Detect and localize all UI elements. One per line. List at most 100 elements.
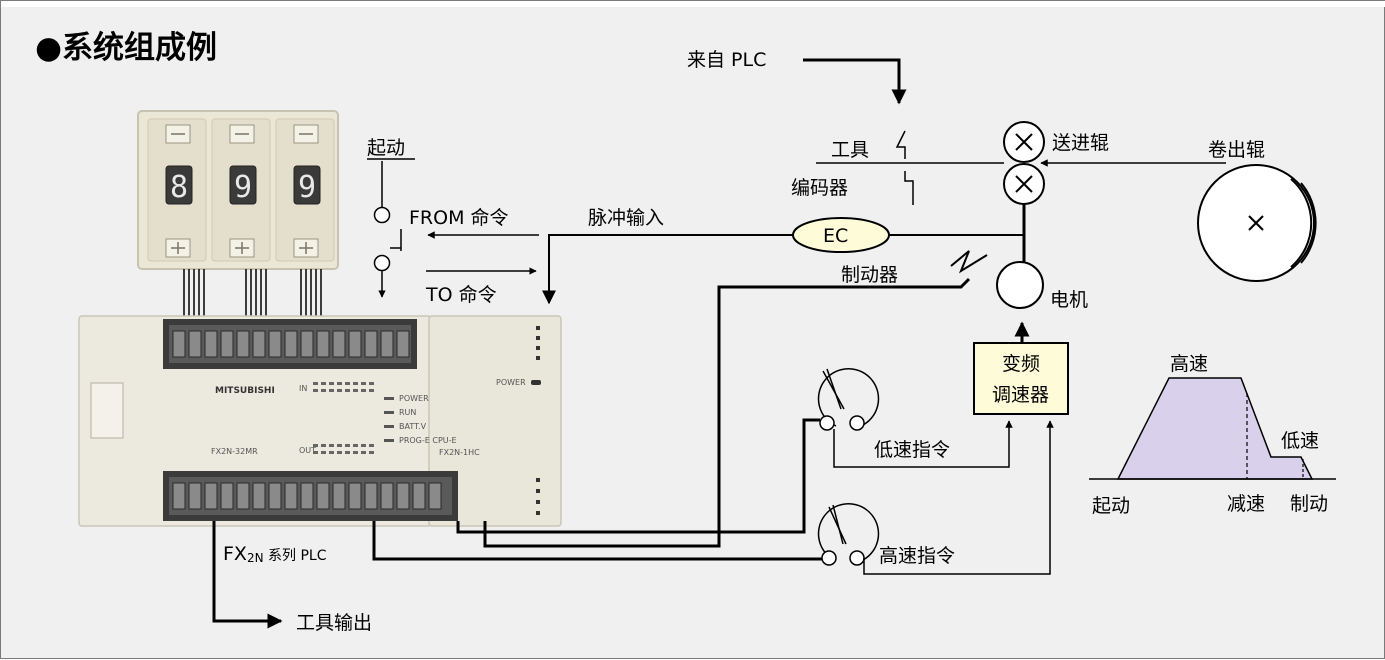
feed-roller-top bbox=[1003, 121, 1045, 163]
brake-symbol bbox=[950, 250, 988, 274]
io-led bbox=[369, 382, 374, 385]
terminal-screw bbox=[188, 482, 202, 510]
module-power-label: POWER bbox=[496, 378, 526, 387]
start-switch: 起动 bbox=[367, 137, 415, 298]
profile-decel-label: 减速 bbox=[1227, 493, 1265, 515]
profile-high-label: 高速 bbox=[1170, 353, 1208, 375]
io-led bbox=[361, 451, 366, 454]
io-led bbox=[361, 389, 366, 392]
io-led bbox=[353, 389, 358, 392]
plc-in-label: IN bbox=[299, 384, 307, 393]
brake-control-line bbox=[483, 277, 971, 548]
terminal-screw bbox=[348, 482, 362, 510]
plc-series-label: FX2N 系列 PLC bbox=[223, 543, 327, 565]
terminal-screw bbox=[380, 330, 394, 358]
high-speed-ctrl-line bbox=[372, 521, 822, 561]
io-led bbox=[337, 451, 342, 454]
tool-upper-blade bbox=[895, 130, 906, 159]
terminal-screw bbox=[284, 330, 298, 358]
terminal-screw bbox=[412, 482, 426, 510]
io-led bbox=[313, 451, 318, 454]
plc-model: FX2N-32MR bbox=[211, 447, 258, 456]
terminal-screw bbox=[252, 330, 266, 358]
inverter-box bbox=[973, 342, 1069, 415]
terminal-screw bbox=[268, 330, 282, 358]
plc-status-batt: BATT.V bbox=[399, 422, 427, 431]
low-speed-line bbox=[833, 420, 1013, 468]
low-speed-ctrl-line bbox=[456, 418, 820, 534]
io-led bbox=[369, 389, 374, 392]
io-led bbox=[313, 389, 318, 392]
plc-io-leds bbox=[313, 382, 374, 454]
terminal-screw bbox=[364, 482, 378, 510]
from-plc-label: 来自 PLC bbox=[687, 49, 766, 71]
io-led bbox=[337, 389, 342, 392]
terminal-screw bbox=[380, 482, 394, 510]
motor-label: 电机 bbox=[1050, 289, 1088, 311]
io-led bbox=[345, 389, 350, 392]
motor bbox=[996, 261, 1044, 309]
plc-terminals-top bbox=[172, 330, 410, 358]
terminal-screw bbox=[236, 482, 250, 510]
encoder-label: 编码器 bbox=[791, 177, 848, 199]
terminal-screw bbox=[252, 482, 266, 510]
to-command-label: TO 命令 bbox=[425, 284, 497, 306]
module-led bbox=[536, 326, 540, 330]
module-leds-top bbox=[536, 326, 540, 360]
unwind-roller bbox=[1197, 164, 1317, 282]
tool-lower-blade bbox=[904, 171, 914, 205]
terminal-screw bbox=[332, 330, 346, 358]
io-led bbox=[329, 444, 334, 447]
plc-status-prog: PROG-E CPU-E bbox=[399, 436, 457, 445]
io-led bbox=[321, 389, 326, 392]
terminal-screw bbox=[300, 330, 314, 358]
inverter-label-2: 调速器 bbox=[992, 384, 1049, 406]
terminal-screw bbox=[316, 330, 330, 358]
io-led bbox=[337, 444, 342, 447]
high-speed-label: 高速指令 bbox=[879, 545, 955, 567]
feed-roller-bottom bbox=[1003, 163, 1045, 205]
pulse-input-label: 脉冲输入 bbox=[588, 207, 664, 229]
terminal-screw bbox=[268, 482, 282, 510]
terminal-screw bbox=[220, 482, 234, 510]
speed-profile bbox=[1089, 377, 1336, 480]
io-led bbox=[361, 382, 366, 385]
brake-label: 制动器 bbox=[841, 264, 898, 286]
io-led bbox=[369, 444, 374, 447]
module-led bbox=[536, 500, 540, 504]
profile-start-label: 起动 bbox=[1092, 495, 1130, 517]
io-led bbox=[313, 382, 318, 385]
terminal-screw bbox=[220, 330, 234, 358]
thumbwheel-wires bbox=[183, 269, 322, 319]
io-led bbox=[321, 382, 326, 385]
io-led bbox=[329, 451, 334, 454]
module-led bbox=[536, 356, 540, 360]
io-led bbox=[353, 444, 358, 447]
module-led bbox=[536, 346, 540, 350]
io-led bbox=[353, 451, 358, 454]
module-led bbox=[536, 511, 540, 515]
low-speed-label: 低速指令 bbox=[874, 439, 950, 461]
plc-status-run: RUN bbox=[399, 408, 416, 417]
terminal-screw bbox=[428, 482, 442, 510]
terminal-screw bbox=[172, 482, 186, 510]
top-frame-strip bbox=[1, 1, 1385, 7]
io-led bbox=[329, 389, 334, 392]
plc-out-label: OUT bbox=[299, 446, 316, 455]
plc-terminals-bottom bbox=[172, 482, 442, 510]
terminal-screw bbox=[204, 330, 218, 358]
terminal-screw bbox=[172, 330, 186, 358]
io-led bbox=[345, 444, 350, 447]
io-led bbox=[345, 451, 350, 454]
start-label: 起动 bbox=[367, 137, 405, 159]
plc-unit: MITSUBISHI FX2N-32MR IN OUT POWER RUN BA… bbox=[78, 315, 562, 527]
terminal-screw bbox=[204, 482, 218, 510]
terminal-screw bbox=[188, 330, 202, 358]
terminal-screw bbox=[396, 330, 410, 358]
terminal-screw bbox=[396, 482, 410, 510]
io-led bbox=[329, 382, 334, 385]
low-speed-pot bbox=[817, 367, 880, 431]
high-speed-line bbox=[863, 420, 1054, 575]
profile-brake-label: 制动 bbox=[1290, 493, 1328, 515]
